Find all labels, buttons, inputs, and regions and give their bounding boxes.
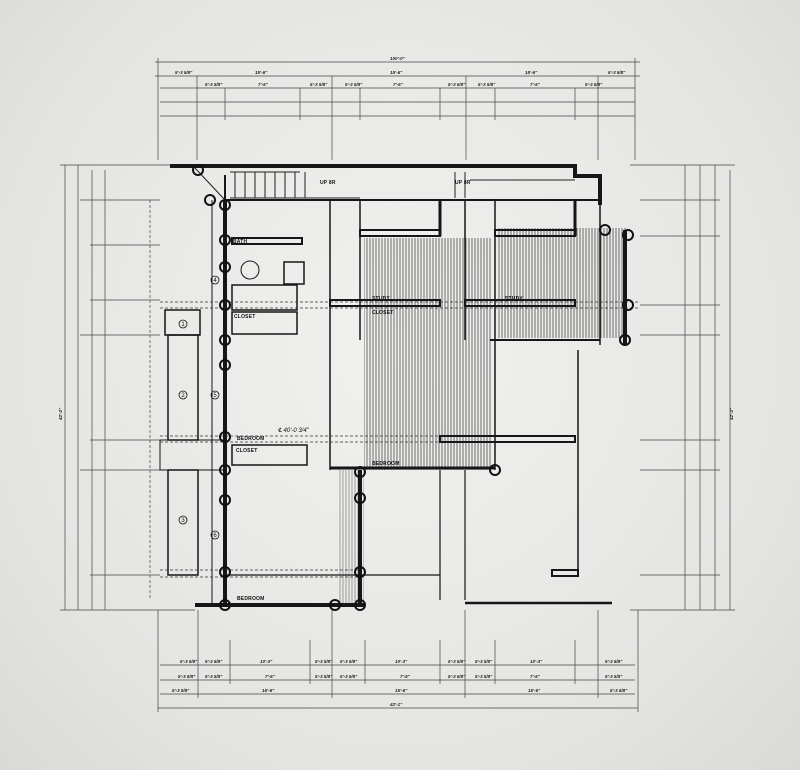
dim-label: 5'-3 5/8" [172,688,190,693]
dim-label: 5'-3 5/8" [315,659,333,664]
dim-top-row2: 5'-3 5/8" 7'-5" 5'-3 5/8" 5'-3 5/8" 7'-5… [205,82,603,87]
label-closet-top: CLOSET [234,314,255,320]
dim-label: 5'-3 5/8" [345,82,363,87]
dim-label: 5'-3 5/8" [605,674,623,679]
grid-marker-2: 2 [181,393,185,399]
dim-left-overall: 42'-2" [58,407,63,421]
dim-label: 15'-6" [255,70,268,75]
dim-label: 15'-6" [395,688,408,693]
dim-label: 7'-5" [393,82,404,87]
dim-label: 5'-3 5/8" [610,688,628,693]
grid-marker-4: 4 [213,278,217,284]
dim-top-row1: 5'-3 5/8" 15'-6" 15'-6" 15'-6" 5'-3 5/8" [175,70,626,75]
dim-bottom-overall: 42'-1" [389,702,403,707]
label-closet-left-lower: CLOSET [236,448,257,454]
grid-marker-6: 6 [213,533,217,539]
dim-bottom-row3: 5'-3 5/8" 15'-6" 15'-6" 15'-6" 5'-3 5/8" [172,688,628,693]
label-bedroom-left-upper: BEDROOM [237,436,265,442]
dim-top-overall: 100'-0" [390,56,406,61]
dim-label: 5'-3 5/8" [178,674,196,679]
grid-marker-1: 1 [181,322,185,328]
dim-label: 10'-3" [530,659,543,664]
dim-label: 7'-5" [400,674,411,679]
dim-label: 5'-3 5/8" [340,674,358,679]
dim-label: 7'-5" [530,674,541,679]
dim-label: 5'-3 5/8" [205,659,223,664]
label-study-right: STUDY [505,296,523,302]
dim-label: 5'-3 5/8" [205,82,223,87]
dim-label: 5'-3 5/8" [205,674,223,679]
study-right-floor-hatch [498,228,626,338]
top-dimension-lines [155,58,640,160]
dim-label: 5'-3 5/8" [608,70,626,75]
dim-label: 5'-3 5/8" [448,674,466,679]
centerline-note: ℄ 40'-0 3/4" [278,427,310,434]
label-bedroom-left-lower: BEDROOM [237,596,265,602]
dim-label: 5'-3 5/8" [605,659,623,664]
left-dimension-lines [60,164,195,611]
dim-label: 5'-3 5/8" [175,70,193,75]
dim-label: 15'-6" [262,688,275,693]
dim-bottom-row2: 5'-3 5/8" 5'-3 5/8" 7'-5" 5'-3 5/8" 5'-3… [178,674,623,679]
dashed-gridlines [160,301,640,578]
stairs [194,167,575,201]
study-left-floor-hatch [364,238,492,470]
dim-label: 7'-5" [265,674,276,679]
dim-label: 10'-3" [395,659,408,664]
dim-label: 5'-3 5/8" [310,82,328,87]
dim-bottom-row1: 5'-3 5/8" 5'-3 5/8" 10'-3" 5'-3 5/8" 5'-… [180,659,623,664]
dim-label: 7'-5" [530,82,541,87]
dim-label: 15'-6" [528,688,541,693]
bottom-dimension-lines [157,610,639,712]
dim-label: 5'-3 5/8" [478,82,496,87]
dim-label: 10'-3" [260,659,273,664]
dim-label: 5'-3 5/8" [340,659,358,664]
label-study-left: STUDY [372,296,390,302]
dim-label: 15'-6" [390,70,403,75]
dim-label: 5'-3 5/8" [315,674,333,679]
grid-markers [178,275,220,540]
columns [192,164,634,611]
label-bath: BATH [233,239,248,245]
label-up-right: UP 8R [455,180,471,186]
dim-label: 5'-3 5/8" [475,674,493,679]
dim-label: 5'-3 5/8" [448,82,466,87]
dim-label: 5'-3 5/8" [180,659,198,664]
label-up-left: UP 8R [320,180,336,186]
label-bedroom-center: BEDROOM [372,461,400,467]
right-dimension-lines [630,164,735,611]
dim-label: 7'-5" [258,82,269,87]
dim-label: 5'-3 5/8" [585,82,603,87]
dim-right-overall: 42'-2" [729,407,734,421]
label-closet-study: CLOSET [372,310,393,316]
grid-marker-3: 3 [181,518,185,524]
dim-label: 15'-6" [525,70,538,75]
dim-label: 5'-3 5/8" [448,659,466,664]
grid-marker-5: 5 [213,393,217,399]
room-labels: UP 8R UP 8R BATH CLOSET STUDY STUDY CLOS… [233,180,523,602]
dim-label: 5'-3 5/8" [475,659,493,664]
